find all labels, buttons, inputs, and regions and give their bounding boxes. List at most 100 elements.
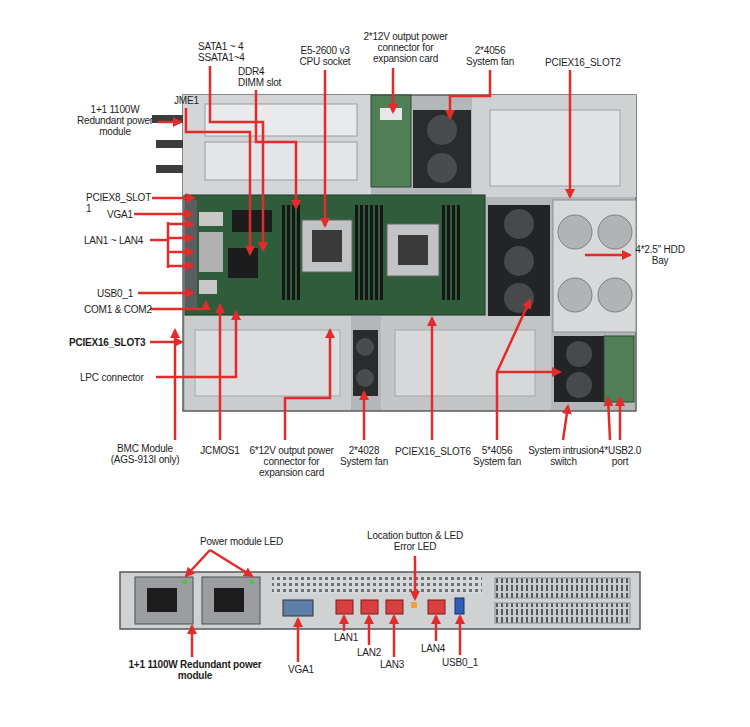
leader-arrows	[569, 70, 572, 197]
leader-arrows	[285, 330, 330, 440]
chassis-top-view	[370, 205, 373, 300]
chassis-top-view	[355, 205, 358, 300]
leader-arrows	[497, 300, 530, 440]
chassis-top-view	[427, 153, 457, 183]
callout-label: 2*12V output power connector for expansi…	[362, 31, 449, 64]
chassis-top-view	[312, 230, 342, 262]
chassis-top-view	[302, 220, 352, 272]
chassis-top-view	[457, 205, 460, 300]
chassis-top-view	[199, 232, 223, 272]
chassis-top-view	[287, 205, 290, 300]
leader-arrows	[563, 406, 568, 440]
chassis-top-view	[156, 165, 183, 173]
chassis-top-view	[185, 316, 351, 410]
chassis-top-view	[558, 215, 592, 249]
leader-arrows	[191, 626, 194, 657]
leader-arrows	[156, 312, 236, 377]
chassis-rear-view	[272, 576, 482, 594]
leader-arrows	[324, 70, 327, 226]
chassis-top-view	[413, 110, 471, 188]
chassis-top-view	[297, 205, 300, 300]
chassis-rear-view	[495, 578, 630, 598]
chassis-rear-view	[361, 600, 378, 614]
callout-label: 4*2.5" HDD Bay	[632, 244, 688, 266]
leader-arrows	[168, 265, 193, 268]
callout-label: BMC Module (AGS-913I only)	[105, 443, 185, 465]
chassis-rear-view	[183, 580, 188, 585]
chassis-rear-view	[214, 588, 244, 612]
chassis-top-view	[380, 108, 402, 120]
chassis-rear-view	[411, 602, 417, 608]
leader-arrows	[393, 616, 396, 657]
chassis-top-view	[452, 205, 455, 300]
chassis-rear-view	[202, 577, 260, 624]
leader-arrows	[134, 213, 192, 216]
leader-arrows	[363, 392, 366, 440]
callout-label: Power module LED	[200, 536, 300, 547]
leader-arrows	[210, 550, 252, 576]
leader-arrows	[174, 330, 177, 440]
chassis-top-view	[472, 95, 636, 197]
leader-arrows	[414, 556, 417, 599]
callout-label: Location button & LED Error LED	[357, 530, 473, 552]
leader-arrows	[392, 68, 395, 112]
chassis-rear-view	[336, 600, 353, 614]
leader-arrows	[186, 550, 210, 576]
chassis-top-view	[442, 205, 445, 300]
callout-label: LAN1	[334, 632, 364, 643]
leader-arrows	[585, 254, 630, 257]
chassis-top-view	[360, 205, 363, 300]
chassis-top-view	[554, 336, 604, 402]
callout-label: VGA1	[288, 664, 318, 675]
chassis-rear-view	[250, 580, 255, 585]
chassis-top-view	[553, 200, 636, 332]
chassis-rear-view	[120, 572, 640, 629]
leader-arrows	[297, 619, 300, 662]
callout-label: 2*4056 System fan	[462, 45, 518, 67]
chassis-rear-view	[147, 588, 177, 612]
chassis-top-view	[488, 205, 550, 317]
chassis-top-view	[598, 215, 632, 249]
callout-label: USB0_1	[97, 288, 137, 299]
chassis-top-view	[228, 248, 258, 278]
chassis-top-view	[504, 209, 534, 239]
leader-arrows	[219, 305, 222, 440]
leader-arrows	[608, 398, 610, 440]
chassis-top-view	[504, 283, 534, 313]
chassis-rear-view	[455, 598, 464, 614]
chassis-rear-view	[283, 600, 313, 616]
chassis-top-view	[156, 140, 183, 148]
chassis-rear-view	[386, 600, 403, 614]
chassis-top-view	[375, 205, 378, 300]
chassis-rear-view	[428, 600, 445, 614]
callout-label: LAN3	[380, 659, 410, 670]
leader-arrows	[256, 90, 296, 208]
leader-arrows	[158, 121, 181, 124]
leader-arrows	[150, 302, 206, 309]
leader-arrows	[168, 223, 193, 226]
chassis-rear-view	[495, 603, 630, 623]
leader-arrows	[168, 237, 193, 240]
leader-arrows	[150, 341, 182, 344]
callout-label: DDR4 DIMM slot	[238, 66, 288, 88]
chassis-top-view	[504, 246, 534, 276]
chassis-top-view	[371, 95, 411, 187]
chassis-top-view	[232, 210, 272, 232]
chassis-top-view	[356, 338, 374, 356]
chassis-top-view	[292, 205, 295, 300]
chassis-top-view	[199, 280, 217, 294]
callout-label: 1+1 1100W Redundant power module	[72, 104, 158, 137]
callout-label: 5*4056 System fan	[470, 445, 524, 467]
callout-label: 1+1 1100W Redundant power module	[125, 659, 265, 681]
leader-arrows	[431, 318, 434, 440]
leader-arrows	[497, 371, 560, 374]
leader-arrows	[138, 292, 193, 295]
callout-label: LPC connector	[80, 372, 156, 383]
chassis-top-view	[427, 115, 457, 145]
chassis-top-view	[490, 110, 620, 186]
leader-arrows	[186, 108, 250, 254]
callout-label: System intrusion switch	[525, 445, 602, 467]
chassis-top-view	[381, 316, 551, 410]
leader-branch	[150, 239, 168, 242]
